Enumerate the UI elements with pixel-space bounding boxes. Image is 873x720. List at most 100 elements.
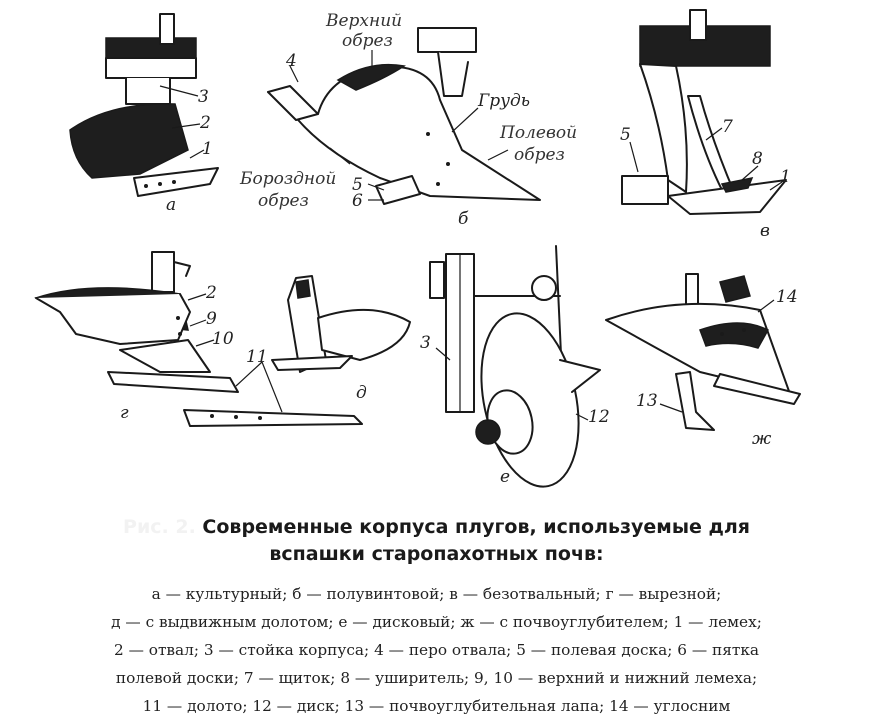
leader-14 bbox=[757, 299, 775, 313]
label-d: д bbox=[356, 383, 367, 403]
plow-g-moldboard-edge bbox=[35, 293, 191, 345]
leader-11b bbox=[235, 361, 263, 387]
label-borozdnoy-obrez: обрез bbox=[258, 191, 309, 211]
plow-d-share bbox=[271, 355, 353, 371]
plow-d-post-top bbox=[295, 279, 311, 299]
leader-2a bbox=[171, 123, 201, 129]
figure-number: Рис. 2. bbox=[123, 516, 196, 538]
leader-polevoy bbox=[487, 149, 509, 161]
leader-12 bbox=[575, 413, 589, 421]
plow-a-frame-lower bbox=[105, 57, 197, 79]
label-10: 10 bbox=[212, 329, 234, 349]
leader-7 bbox=[705, 127, 723, 141]
label-borozdnoy: Бороздной bbox=[239, 169, 336, 189]
leader-4 bbox=[289, 65, 299, 83]
leader-9 bbox=[189, 319, 207, 327]
plow-b-top-edge bbox=[336, 63, 406, 91]
leader-1a bbox=[189, 149, 205, 159]
plow-a-drawing bbox=[69, 13, 219, 197]
label-verhniy: Верхний bbox=[325, 11, 402, 31]
plow-a-moldboard bbox=[69, 103, 189, 179]
plow-zh-drawing bbox=[605, 273, 801, 431]
label-11: 11 bbox=[246, 347, 268, 367]
plow-b-wing bbox=[267, 85, 319, 121]
leader-11 bbox=[261, 361, 283, 413]
label-5b: 5 bbox=[352, 175, 363, 195]
plow-zh-subsoiler bbox=[675, 371, 715, 431]
plow-zh-skimmer bbox=[699, 322, 770, 349]
label-7: 7 bbox=[722, 117, 733, 137]
label-e: е bbox=[500, 467, 510, 487]
leader-3e bbox=[435, 347, 451, 361]
caption-line: д — с выдвижным долотом; е — дисковый; ж… bbox=[111, 613, 762, 631]
label-polevoy: Полевой bbox=[499, 123, 577, 143]
label-4: 4 bbox=[285, 51, 297, 71]
label-g: г bbox=[120, 403, 129, 423]
plow-b-post bbox=[437, 51, 469, 97]
plow-b-bracket bbox=[417, 27, 477, 53]
label-grud: Грудь bbox=[477, 91, 530, 111]
caption-line: 2 — отвал; 3 — стойка корпуса; 4 — перо … bbox=[113, 641, 760, 659]
plow-e-disc bbox=[480, 312, 580, 488]
plow-v-clamp bbox=[689, 9, 707, 41]
label-2g: 2 bbox=[205, 283, 217, 303]
plow-e-clamp bbox=[429, 261, 445, 299]
leader-5b bbox=[367, 183, 385, 191]
plow-v-landside bbox=[621, 175, 669, 205]
leader-5v bbox=[629, 141, 639, 173]
label-14: 14 bbox=[776, 287, 798, 307]
label-1v: 1 bbox=[780, 167, 791, 187]
label-polevoy-obrez: обрез bbox=[514, 145, 565, 165]
label-13: 13 bbox=[636, 391, 658, 411]
leader-borozdnoy bbox=[329, 147, 351, 165]
plow-v-drawing bbox=[621, 9, 787, 215]
figure-drawing: а б в г д е ж 1 2 3 4 5 6 Верхний обрез … bbox=[34, 9, 801, 488]
label-a: а bbox=[166, 195, 176, 215]
leader-10 bbox=[195, 339, 215, 347]
caption-title-text: Современные корпуса плугов, используемые… bbox=[202, 516, 750, 565]
plow-g-drawing bbox=[34, 251, 239, 393]
leader-3a bbox=[159, 85, 199, 97]
plow-e-drawing bbox=[429, 245, 601, 488]
plow-zh-bracket bbox=[719, 275, 751, 303]
plow-bodies-figure: а б в г д е ж 1 2 3 4 5 6 Верхний обрез … bbox=[34, 9, 801, 488]
plow-zh-share bbox=[713, 373, 801, 405]
caption-line: полевой доски; 7 — щиток; 8 — уширитель;… bbox=[115, 669, 758, 687]
caption-body: а — культурный; б — полувинтовой; в — бе… bbox=[0, 580, 873, 720]
leader-13 bbox=[659, 403, 683, 413]
leader-grud bbox=[451, 107, 479, 133]
plow-v-post bbox=[639, 63, 688, 193]
figure-caption: Рис. 2. Современные корпуса плугов, испо… bbox=[0, 514, 873, 720]
label-8: 8 bbox=[752, 149, 763, 169]
caption-line: а — культурный; б — полувинтовой; в — бе… bbox=[151, 585, 722, 603]
label-9: 9 bbox=[206, 309, 217, 329]
plow-g-bottom-share bbox=[107, 371, 239, 393]
plow-b-drawing bbox=[267, 27, 541, 205]
plow-zh-moldboard bbox=[605, 302, 791, 395]
leader-8 bbox=[741, 165, 759, 181]
plow-d-drawing bbox=[183, 275, 411, 427]
label-v: в bbox=[760, 221, 770, 241]
plow-e-scraper bbox=[559, 359, 601, 393]
plow-a-frame-beam bbox=[105, 37, 197, 61]
label-5v: 5 bbox=[620, 125, 631, 145]
leader-1v bbox=[769, 181, 783, 191]
label-12: 12 bbox=[588, 407, 610, 427]
label-verhniy-obrez: обрез bbox=[342, 31, 393, 51]
plow-g-post bbox=[151, 251, 175, 293]
label-3e: 3 bbox=[420, 333, 431, 353]
label-3a: 3 bbox=[198, 87, 209, 107]
label-b: б bbox=[458, 209, 469, 229]
label-6: 6 bbox=[352, 191, 363, 211]
plow-d-chisel bbox=[183, 409, 363, 427]
plow-e-bearing bbox=[475, 419, 501, 445]
caption-title: Рис. 2. Современные корпуса плугов, испо… bbox=[87, 514, 787, 568]
plow-a-bolt bbox=[159, 13, 175, 45]
plow-g-lower-share bbox=[119, 339, 211, 373]
leader-2g bbox=[187, 293, 207, 301]
plow-a-post bbox=[125, 77, 171, 105]
plow-b-landside bbox=[375, 175, 421, 205]
caption-line: 11 — долото; 12 — диск; 13 — почвоуглуби… bbox=[142, 697, 731, 715]
plow-d-moldboard bbox=[317, 309, 411, 361]
plow-b-moldboard bbox=[267, 65, 541, 201]
